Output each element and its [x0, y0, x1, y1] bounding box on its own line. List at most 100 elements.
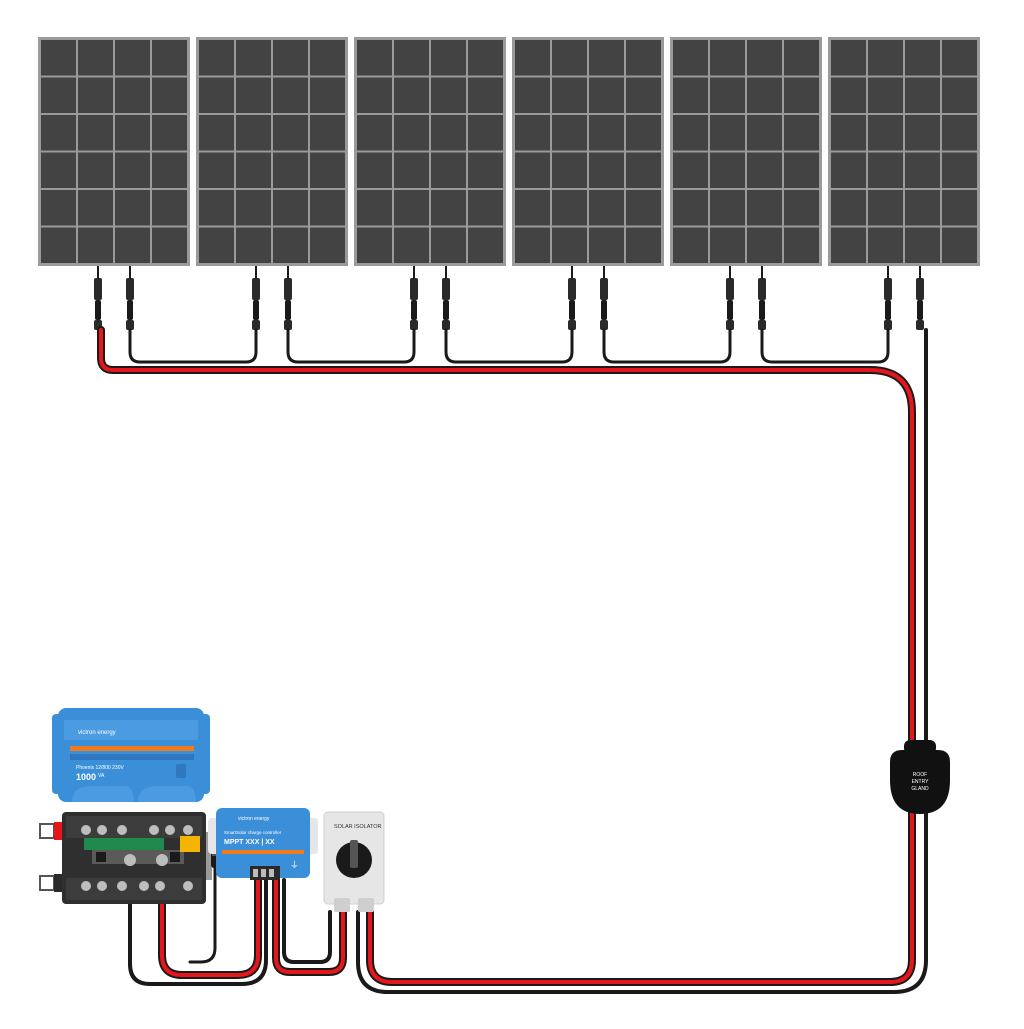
panel-cell — [357, 115, 392, 151]
panel-cell — [784, 77, 819, 113]
panel-cell — [747, 152, 782, 188]
panel-cell — [115, 115, 150, 151]
panel-cell — [199, 40, 234, 76]
mc4-connector — [252, 320, 260, 330]
panel-cell — [273, 40, 308, 76]
mc4-connector — [758, 278, 766, 300]
panel-cell — [236, 40, 271, 76]
mc4-connector — [253, 300, 259, 320]
panel-lead-negative — [284, 266, 292, 330]
panel-cell — [78, 190, 113, 226]
panel-cell — [273, 152, 308, 188]
panel-cell — [515, 115, 550, 151]
panel-cell — [310, 77, 345, 113]
isolator-to-mppt-cables — [272, 876, 347, 976]
mc4-connector — [726, 278, 734, 300]
panel-cell — [41, 77, 76, 113]
panel-cell — [515, 190, 550, 226]
mppt-orange-stripe — [222, 850, 304, 854]
panel-cell — [273, 77, 308, 113]
mc4-connector — [916, 278, 924, 300]
panel-cell — [41, 40, 76, 76]
panel-cell — [831, 227, 866, 263]
panel-cell — [468, 227, 503, 263]
mc4-connector — [916, 320, 924, 330]
mc4-connector — [726, 320, 734, 330]
series-jumper-cable — [760, 328, 890, 364]
panel-cell — [710, 115, 745, 151]
mc4-connector — [443, 300, 449, 320]
panel-cell — [199, 152, 234, 188]
panel-cell — [357, 190, 392, 226]
panel-cell — [236, 115, 271, 151]
mc4-connector — [127, 300, 133, 320]
panel-cell — [115, 227, 150, 263]
panel-cell — [468, 190, 503, 226]
panel-cell — [868, 40, 903, 76]
mc4-connector — [568, 278, 576, 300]
panel-cell — [868, 227, 903, 263]
panel-cell — [41, 152, 76, 188]
panel-cell — [431, 152, 466, 188]
panel-cell — [394, 40, 429, 76]
panel-cell — [41, 227, 76, 263]
panel-cell — [199, 77, 234, 113]
mppt-line1: SmartSolar charge controller — [224, 830, 282, 835]
panel-cell — [747, 227, 782, 263]
panel-cell — [673, 152, 708, 188]
inverter-orange-stripe — [70, 746, 194, 751]
mppt-brand: victron energy — [238, 816, 270, 822]
panel-cell — [431, 77, 466, 113]
panel-cell — [784, 115, 819, 151]
panel-cell — [115, 77, 150, 113]
panel-cell — [626, 190, 661, 226]
panel-cell — [468, 40, 503, 76]
panel-cell — [589, 77, 624, 113]
panel-cell — [589, 190, 624, 226]
panel-cell — [273, 115, 308, 151]
panel-cell — [394, 152, 429, 188]
mc4-connector — [410, 278, 418, 300]
panel-cell — [747, 190, 782, 226]
panel-cell — [942, 190, 977, 226]
mc4-connector — [285, 300, 291, 320]
panel-cell — [868, 190, 903, 226]
panel-cell — [710, 40, 745, 76]
panel-cell — [626, 115, 661, 151]
panel-cell — [357, 77, 392, 113]
panel-cell — [431, 40, 466, 76]
panel-cell — [673, 190, 708, 226]
solar-panel — [828, 37, 980, 330]
panel-cell — [310, 40, 345, 76]
mppt-charge-controller: victron energy SmartSolar charge control… — [208, 808, 318, 880]
panel-cell — [589, 40, 624, 76]
panel-cell — [236, 190, 271, 226]
panel-cell — [152, 115, 187, 151]
panel-cell — [152, 190, 187, 226]
solar-panel — [512, 37, 664, 330]
gland-line1: ROOF — [913, 772, 927, 778]
mc4-connector — [885, 300, 891, 320]
busbar-distributor — [39, 812, 212, 904]
panel-cell — [357, 227, 392, 263]
panel-cell — [431, 115, 466, 151]
panel-cell — [626, 40, 661, 76]
mc4-connector — [95, 300, 101, 320]
gland-line2: ENTRY — [912, 779, 930, 785]
panel-cell — [115, 40, 150, 76]
panel-cell — [394, 227, 429, 263]
solar-panel-array — [38, 37, 980, 330]
panel-cell — [41, 190, 76, 226]
panel-cell — [831, 115, 866, 151]
panel-lead-positive — [94, 266, 102, 330]
mc4-connector — [759, 300, 765, 320]
panel-cell — [868, 152, 903, 188]
panel-cell — [394, 77, 429, 113]
mc4-connector — [126, 278, 134, 300]
mc4-connector — [758, 320, 766, 330]
panel-cell — [626, 227, 661, 263]
panel-cell — [78, 227, 113, 263]
inverter: victron energy Phoenix 12/800 230V 1000 … — [52, 708, 210, 802]
panel-cell — [942, 227, 977, 263]
